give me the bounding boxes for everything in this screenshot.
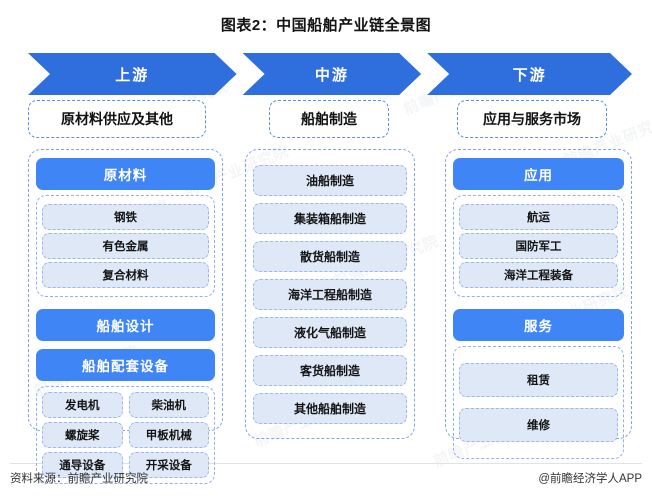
group-title-service[interactable]: 服务 <box>453 309 624 341</box>
spacer <box>36 297 215 309</box>
spacer <box>453 297 624 309</box>
equipment-grid: 发电机 柴油机 螺旋桨 甲板机械 通导设备 开采设备 <box>42 392 209 478</box>
subgroup-raw-materials: 钢铁 有色金属 复合材料 <box>36 195 215 297</box>
industry-chain-columns: 原材料供应及其他 原材料 钢铁 有色金属 复合材料 船舶设计 船舶配套设备 发电… <box>0 100 652 484</box>
list-item[interactable]: 其他船舶制造 <box>253 393 407 424</box>
footer-divider <box>10 463 642 464</box>
group-title-ship-design[interactable]: 船舶设计 <box>36 309 215 341</box>
stage-arrow-band: 上游 中游 下游 <box>28 53 632 95</box>
page-title: 图表2：中国船舶产业链全景图 <box>220 17 432 34</box>
stage-arrow-label: 中游 <box>314 66 349 84</box>
column-midstream: 船舶制造 油船制造 集装箱船制造 散货船制造 海洋工程船制造 液化气船制造 客货… <box>235 100 425 452</box>
stage-arrow-label: 下游 <box>512 66 547 84</box>
list-item[interactable]: 液化气船制造 <box>253 317 407 348</box>
group-title-raw-materials[interactable]: 原材料 <box>36 158 215 190</box>
list-item[interactable]: 客货船制造 <box>253 355 407 386</box>
footer: 资料来源：前瞻产业研究院 @前瞻经济学人APP <box>0 470 652 486</box>
downstream-group-container: 应用 航运 国防军工 海洋工程装备 服务 租赁 维修 <box>445 149 632 459</box>
subgroup-service: 租赁 维修 <box>453 346 624 459</box>
stage-arrow-label: 上游 <box>115 66 150 84</box>
upstream-group-container: 原材料 钢铁 有色金属 复合材料 船舶设计 船舶配套设备 发电机 柴油机 螺旋桨… <box>28 149 223 484</box>
column-downstream: 应用与服务市场 应用 航运 国防军工 海洋工程装备 服务 租赁 维修 <box>425 100 652 459</box>
column-upstream: 原材料供应及其他 原材料 钢铁 有色金属 复合材料 船舶设计 船舶配套设备 发电… <box>0 100 235 484</box>
list-item[interactable]: 海洋工程装备 <box>459 262 618 288</box>
list-item[interactable]: 开采设备 <box>128 452 209 478</box>
group-title-application[interactable]: 应用 <box>453 158 624 190</box>
midstream-group-container: 油船制造 集装箱船制造 散货船制造 海洋工程船制造 液化气船制造 客货船制造 其… <box>245 149 415 439</box>
stage-arrow-upstream: 上游 <box>28 53 237 95</box>
section-header-midstream: 船舶制造 <box>269 100 389 138</box>
source-label: 资料来源：前瞻产业研究院 <box>10 473 148 485</box>
list-item[interactable]: 租赁 <box>459 363 618 397</box>
subgroup-ship-equipment: 发电机 柴油机 螺旋桨 甲板机械 通导设备 开采设备 <box>36 386 215 484</box>
group-title-ship-equipment[interactable]: 船舶配套设备 <box>36 349 215 381</box>
list-item[interactable]: 海洋工程船制造 <box>253 279 407 310</box>
list-item[interactable]: 发电机 <box>42 392 123 418</box>
credit-label: @前瞻经济学人APP <box>538 473 642 485</box>
list-item[interactable]: 航运 <box>459 204 618 230</box>
stage-arrow-midstream: 中游 <box>243 53 422 95</box>
list-item[interactable]: 甲板机械 <box>128 422 209 448</box>
list-item[interactable]: 柴油机 <box>128 392 209 418</box>
list-item[interactable]: 国防军工 <box>459 233 618 259</box>
list-item[interactable]: 有色金属 <box>42 233 209 259</box>
stage-arrow-downstream: 下游 <box>427 53 632 95</box>
section-header-downstream: 应用与服务市场 <box>457 100 607 138</box>
list-item[interactable]: 钢铁 <box>42 204 209 230</box>
list-item[interactable]: 螺旋桨 <box>42 422 123 448</box>
subgroup-application: 航运 国防军工 海洋工程装备 <box>453 195 624 297</box>
list-item[interactable]: 集装箱船制造 <box>253 203 407 234</box>
list-item[interactable]: 维修 <box>459 408 618 442</box>
spacer <box>36 341 215 349</box>
section-header-upstream: 原材料供应及其他 <box>28 100 206 138</box>
list-item[interactable]: 散货船制造 <box>253 241 407 272</box>
list-item[interactable]: 通导设备 <box>42 452 123 478</box>
list-item[interactable]: 油船制造 <box>253 165 407 196</box>
list-item[interactable]: 复合材料 <box>42 262 209 288</box>
